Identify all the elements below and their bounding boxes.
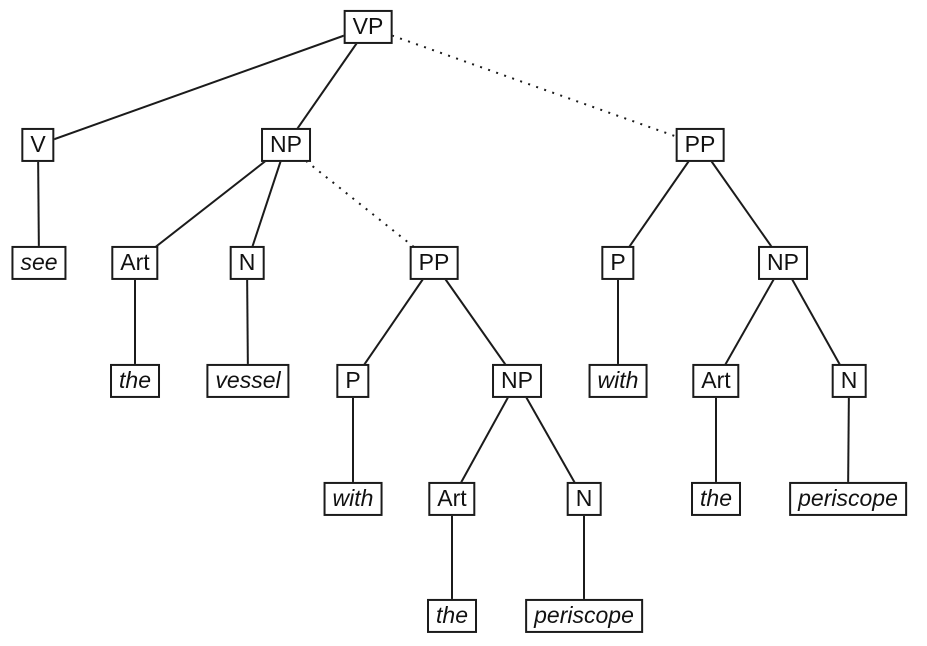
tree-node-the-mid: the bbox=[427, 598, 477, 634]
tree-node-np-right: NP bbox=[758, 245, 808, 281]
tree-node-vessel: vessel bbox=[206, 363, 290, 399]
tree-node-np-main: NP bbox=[261, 127, 311, 163]
tree-node-p-right: P bbox=[601, 245, 635, 281]
tree-edge-vp-pp-right-dotted bbox=[367, 26, 701, 146]
tree-edge-pp-mid-p-mid bbox=[352, 262, 435, 382]
tree-node-np-mid: NP bbox=[492, 363, 542, 399]
tree-node-n-left: N bbox=[229, 245, 265, 281]
tree-node-p-mid: P bbox=[336, 363, 370, 399]
tree-node-n-mid: N bbox=[566, 481, 602, 517]
tree-edge-vp-v bbox=[37, 26, 369, 146]
tree-node-pp-right: PP bbox=[675, 127, 725, 163]
tree-node-with-right: with bbox=[588, 363, 648, 399]
tree-edge-np-main-pp-mid-dotted bbox=[285, 144, 435, 264]
tree-edge-np-main-n-left bbox=[246, 144, 287, 264]
tree-node-the-left: the bbox=[110, 363, 160, 399]
tree-node-with-mid: with bbox=[323, 481, 383, 517]
tree-edge-np-mid-art-mid bbox=[451, 380, 518, 500]
tree-node-periscope-mid: periscope bbox=[525, 598, 643, 634]
tree-node-v: V bbox=[21, 127, 55, 163]
tree-node-periscope-right: periscope bbox=[789, 481, 907, 517]
tree-edge-np-right-n-right bbox=[782, 262, 850, 382]
tree-node-the-right: the bbox=[691, 481, 741, 517]
tree-edge-vp-np-main bbox=[285, 26, 369, 146]
tree-node-pp-mid: PP bbox=[409, 245, 459, 281]
tree-edge-n-right-periscope-right bbox=[847, 380, 850, 500]
tree-node-see: see bbox=[11, 245, 67, 281]
tree-edge-np-right-art-right bbox=[715, 262, 784, 382]
tree-edge-n-left-vessel bbox=[246, 262, 249, 382]
tree-node-art-left: Art bbox=[111, 245, 159, 281]
tree-node-art-right: Art bbox=[692, 363, 740, 399]
tree-edge-pp-right-np-right bbox=[699, 144, 784, 264]
tree-node-n-right: N bbox=[831, 363, 867, 399]
tree-node-vp: VP bbox=[343, 9, 393, 45]
tree-edge-pp-right-p-right bbox=[617, 144, 701, 264]
tree-edge-pp-mid-np-mid bbox=[433, 262, 518, 382]
tree-node-art-mid: Art bbox=[428, 481, 476, 517]
tree-edge-np-mid-n-mid bbox=[516, 380, 585, 500]
tree-edge-np-main-art-left bbox=[134, 144, 287, 264]
tree-edge-v-see bbox=[37, 144, 40, 264]
